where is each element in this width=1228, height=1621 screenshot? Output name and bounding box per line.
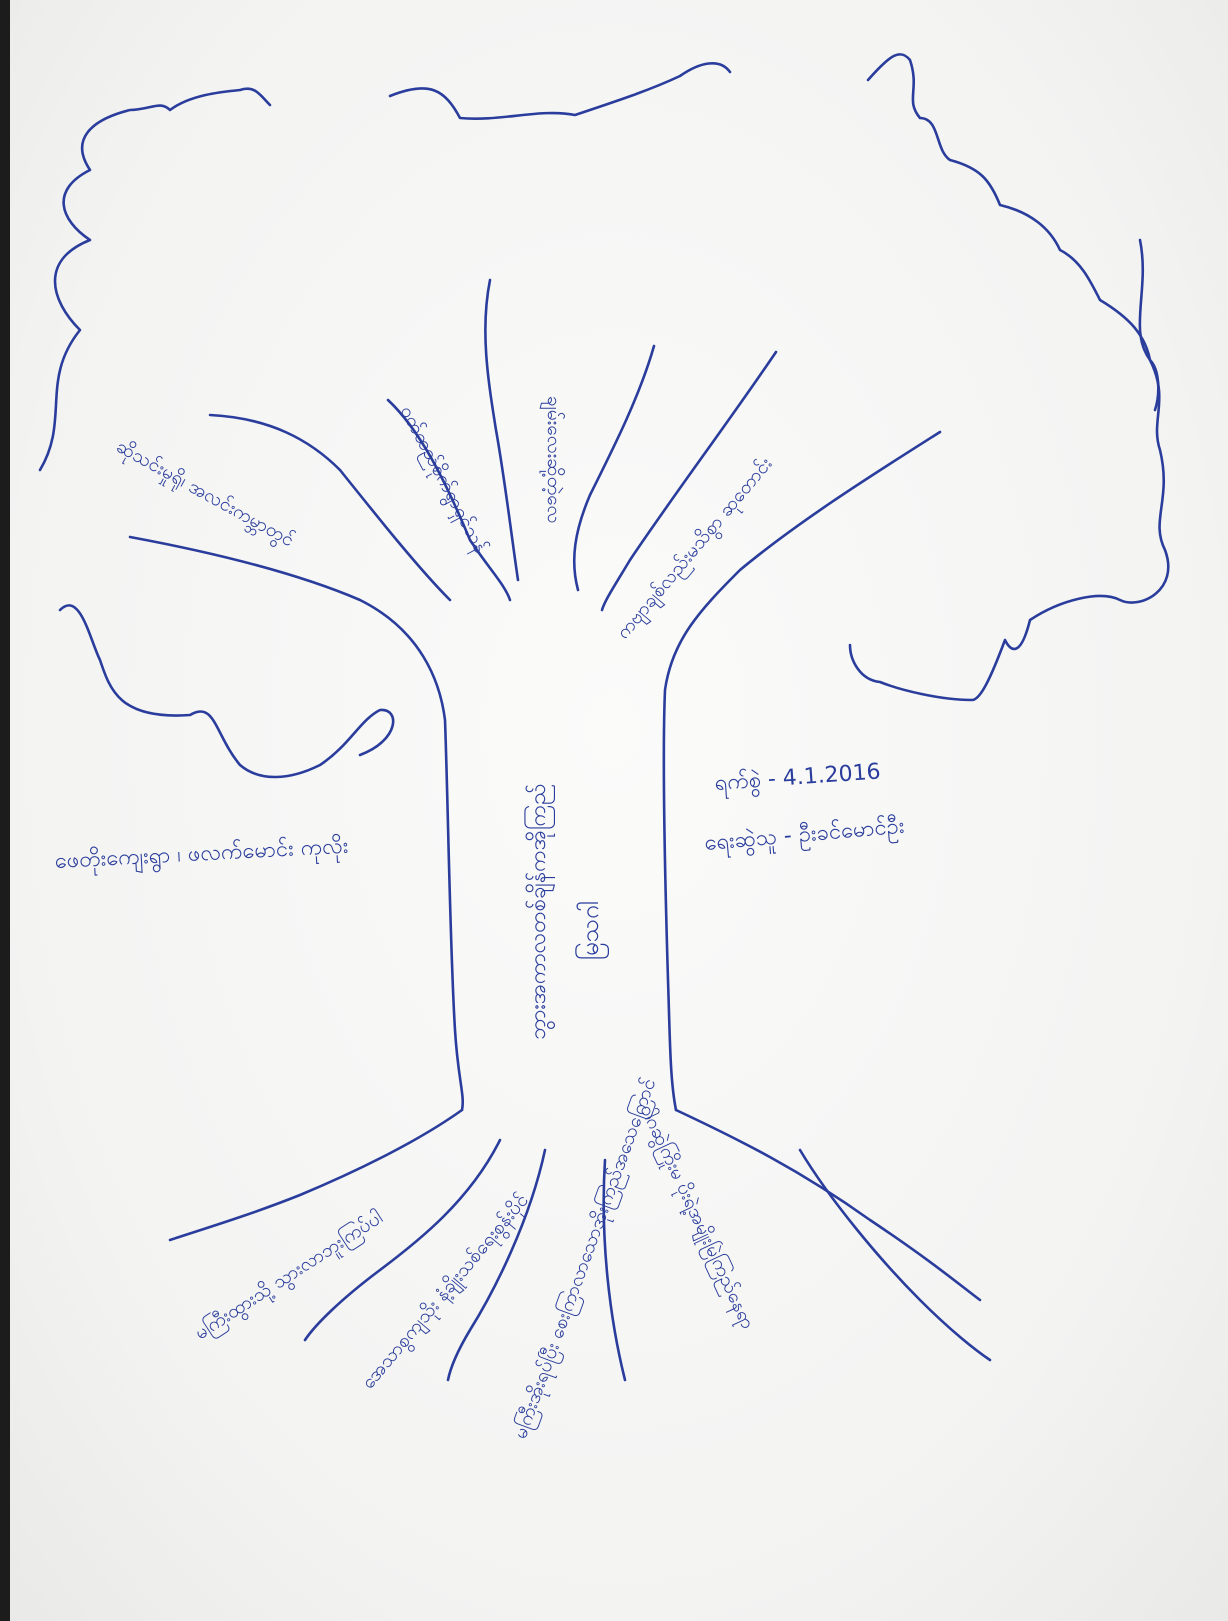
root-line-5 — [674, 1108, 982, 1302]
canopy-top-right-outline — [866, 53, 1160, 412]
canopy-lower-left-outline — [58, 604, 395, 779]
canopy-right-outline — [848, 238, 1170, 702]
trunk-side-label: ဖေတိုးကျေးရွာ ၊ ဖလက်မောင်း ကုလိုး — [54, 833, 349, 879]
canopy-top-left-outline — [38, 87, 272, 472]
author-text: ရေးဆွဲသူ - ဦးခင်မောင်ဦး — [703, 813, 905, 861]
trunk-right-outline — [662, 430, 942, 1112]
root-line-6 — [798, 1148, 992, 1362]
branch-line-3 — [484, 278, 520, 582]
branch-line-2 — [386, 398, 512, 602]
trunk-subtitle: ဘွားအကာလတစ်ချိန်ကအိုကြည် — [524, 784, 556, 1040]
root-line-3 — [446, 1148, 547, 1382]
trunk-title: မြသဂါ — [574, 901, 609, 960]
date-text: ရက်စွဲ - 4.1.2016 — [714, 758, 882, 801]
branch-line-1 — [208, 413, 452, 602]
branch-label-3: ချမ်းလေးဆို့တဲ့လေ — [539, 396, 566, 523]
branch-line-5 — [600, 350, 778, 612]
root-line-2 — [303, 1138, 502, 1342]
branch-label-2: ဝတ်ထည်စိုက်ရွာရှင်သန် — [392, 402, 493, 560]
canopy-top-mid-outline — [388, 62, 732, 120]
branch-line-4 — [572, 344, 656, 592]
trunk-left-outline — [128, 535, 465, 1112]
branch-label-1: ဆိုသင်းမှုရို၊ အလင်းကမ္ဘာတွင် — [111, 434, 299, 555]
root-line-1 — [168, 1108, 464, 1242]
root-label-3: မကြီးအိုးရပ်ပြီး စေးကြာလာသောအိုးကြည်အသေက… — [507, 1075, 664, 1443]
page-edge-shadow — [0, 0, 10, 1621]
root-label-4: ဝါဂဆွဲကြိုးမ ပိုးရဲ့အမျိုးမြဲကြည်နေရာ — [632, 1100, 761, 1334]
root-line-4 — [602, 1158, 627, 1382]
root-label-1: မကြီးထွားသို့ သွားလာဘူးကြပ်ပါ — [190, 1205, 389, 1348]
